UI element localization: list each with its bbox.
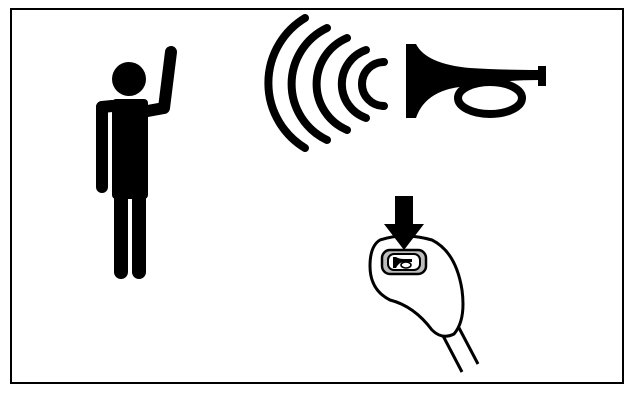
horn-button-icon	[382, 250, 426, 274]
horn-icon	[406, 44, 546, 118]
sound-waves-icon	[268, 18, 384, 148]
person-raising-hand-icon	[102, 52, 171, 272]
